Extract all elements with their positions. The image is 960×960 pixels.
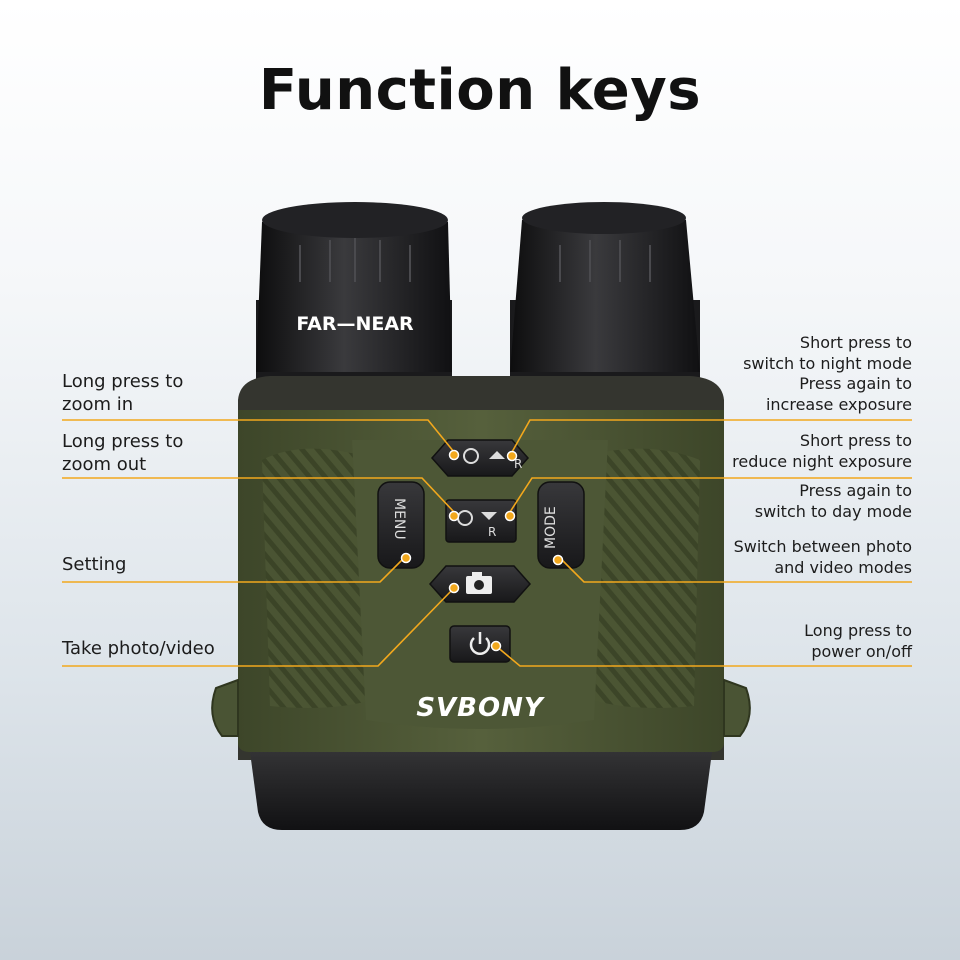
left-eyepiece xyxy=(256,202,452,400)
brand-logo: SVBONY xyxy=(416,693,546,723)
right-eyepiece xyxy=(510,202,700,400)
callout-power: Long press to power on/off xyxy=(804,621,912,661)
callout-take-photo: Take photo/video xyxy=(62,638,215,659)
arrow-down-icon xyxy=(481,512,497,520)
callout-day-mode: Press again to switch to day mode xyxy=(754,481,912,521)
callout-photo-video: Switch between photo and video modes xyxy=(733,537,912,577)
menu-button[interactable]: MENU xyxy=(377,481,425,569)
callout-zoom-out: Long press to zoom out xyxy=(62,431,184,475)
zoom-out-button[interactable]: R xyxy=(445,499,517,543)
zoom-in-button[interactable]: R xyxy=(430,439,530,477)
power-button[interactable] xyxy=(449,625,511,663)
zoom-out-letter: R xyxy=(488,525,496,539)
zoom-in-icon xyxy=(463,448,479,464)
callout-night-mode: Short press to switch to night mode Pres… xyxy=(743,333,912,414)
zoom-in-letter: R xyxy=(514,457,522,471)
callout-zoom-in: Long press to zoom in xyxy=(62,371,184,415)
menu-label: MENU xyxy=(391,498,407,540)
arrow-up-icon xyxy=(489,451,505,459)
callout-dots xyxy=(400,449,564,652)
eyepiece-label: FAR—NEAR xyxy=(296,313,414,335)
camera-icon xyxy=(466,572,492,594)
mode-label: MODE xyxy=(543,506,559,549)
power-icon xyxy=(469,632,491,655)
callout-reduce-exposure: Short press to reduce night exposure xyxy=(732,431,912,471)
callout-lines xyxy=(62,419,912,667)
mode-button[interactable]: MODE xyxy=(537,481,585,569)
page-title: Function keys xyxy=(258,58,702,123)
callout-setting: Setting xyxy=(62,554,127,575)
